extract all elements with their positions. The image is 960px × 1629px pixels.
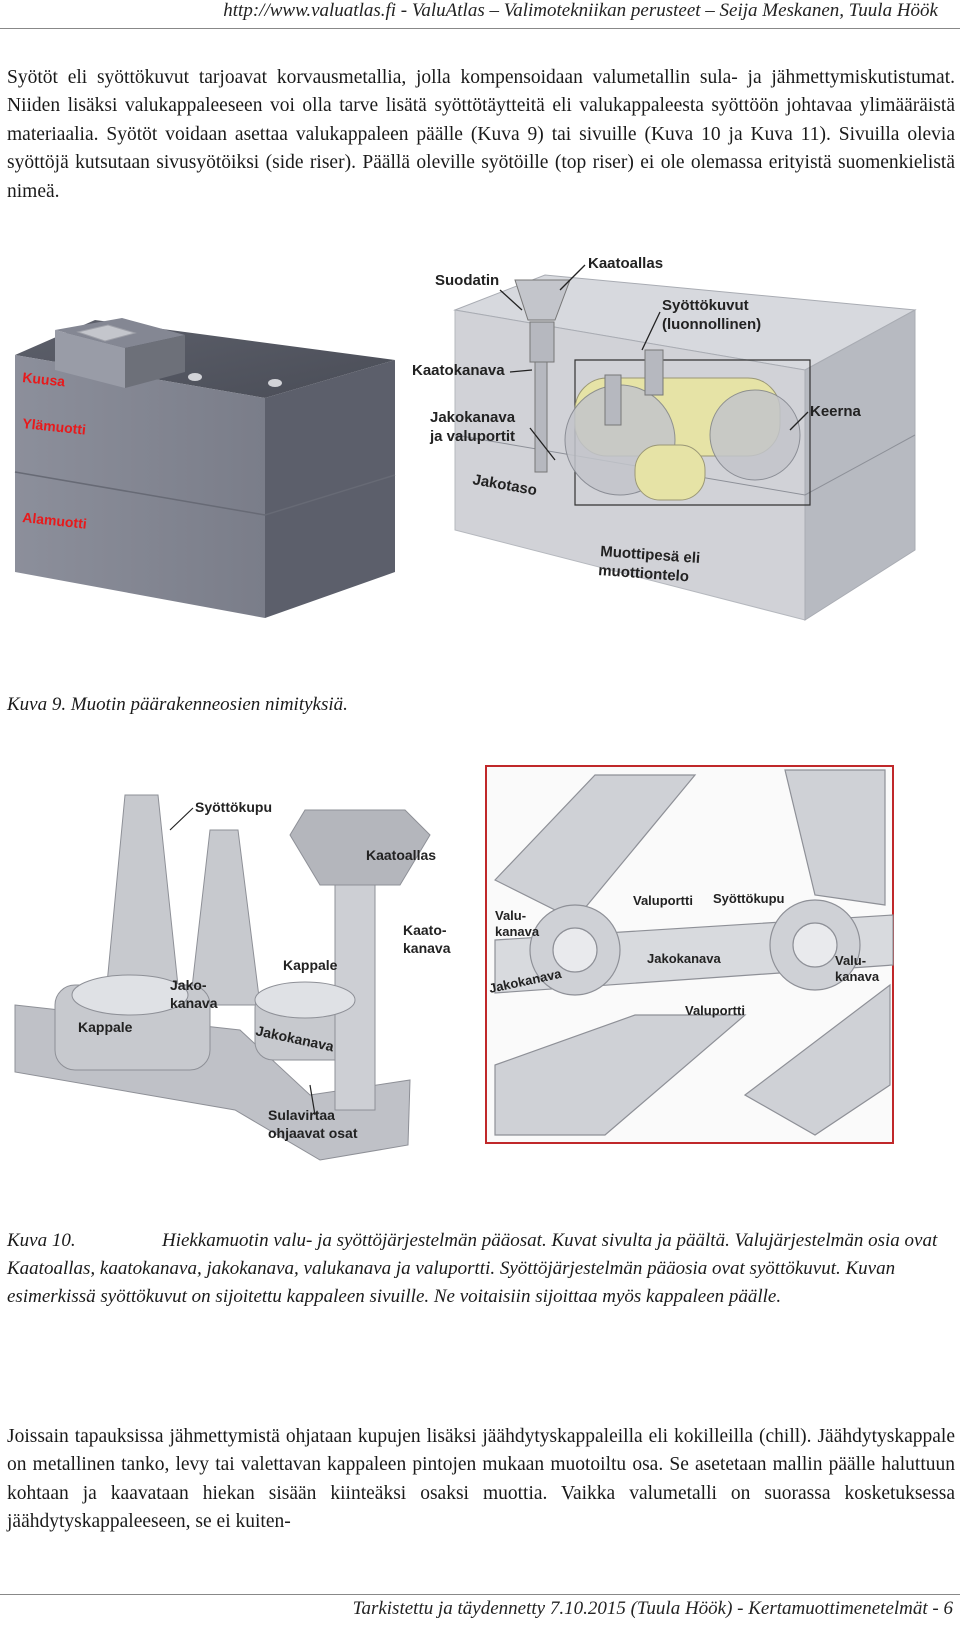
boss-left-hole	[552, 927, 598, 973]
body-paragraph-1: Syötöt eli syöttökuvut tarjoavat korvaus…	[7, 67, 955, 202]
label-jakokanava-2: ja valuportit	[429, 428, 515, 445]
label-kaatoallas: Kaatoallas	[366, 847, 436, 863]
arm-bottom-right	[743, 983, 891, 1136]
label-sulavirtaa-2: ohjaavat osat	[268, 1125, 358, 1141]
label-alamuotti: Alamuotti	[22, 509, 88, 532]
boss-right-hole	[792, 922, 838, 968]
kuusa-front	[55, 330, 125, 388]
label-jakokanava-1: Jakokanava	[647, 951, 721, 966]
label-kaatokanava: Kaatokanava	[412, 362, 505, 379]
label-jako-1: Jako-	[170, 977, 207, 993]
label-valuportti-2: Valuportti	[685, 1003, 745, 1018]
label-syottokupu: Syöttökupu	[195, 799, 272, 815]
label-valu-2a: Valu-	[835, 953, 866, 968]
vent-hole-2	[268, 379, 282, 387]
pouring-basin	[514, 279, 571, 321]
casting-right-top	[254, 981, 356, 1019]
label-muottipesa-2: muottiontelo	[598, 562, 690, 585]
body-paragraph-2: Joissain tapauksissa jähmettymistä ohjat…	[7, 1426, 955, 1533]
page-footer: Tarkistettu ja täydennetty 7.10.2015 (Tu…	[352, 1598, 953, 1619]
riser-1	[604, 374, 622, 426]
label-kaato-1: Kaato-	[403, 922, 447, 938]
arm-top-left	[494, 774, 697, 921]
arm-top-right	[784, 769, 886, 906]
mold-side-face	[265, 360, 395, 618]
pouring-cup	[289, 809, 431, 886]
label-valu-1a: Valu-	[495, 908, 526, 923]
label-kappale-1: Kappale	[283, 957, 338, 973]
vent-hole-1	[188, 373, 202, 381]
figure9-mold-cutaway: Suodatin Kaatoallas Syöttökuvut (luonnol…	[412, 255, 917, 621]
label-keerna: Keerna	[810, 403, 862, 420]
label-jako-2: kanava	[170, 995, 218, 1011]
footer-divider	[0, 1594, 960, 1595]
sprue	[534, 361, 548, 473]
label-ylamuotti: Ylämuotti	[22, 415, 87, 438]
mold-front-face	[15, 355, 265, 618]
label-syottokuvut-2: (luonnollinen)	[662, 316, 761, 333]
label-sulavirtaa-1: Sulavirtaa	[268, 1107, 335, 1123]
arm-bottom-left	[494, 1014, 747, 1136]
casting-left-top	[71, 974, 189, 1016]
label-suodatin: Suodatin	[435, 272, 499, 289]
filter-block	[529, 321, 555, 363]
figure9-caption: Kuva 9. Muotin päärakenneosien nimityksi…	[7, 694, 348, 715]
label-valuportti-1: Valuportti	[633, 893, 693, 908]
label-valu-2b: kanava	[835, 969, 880, 984]
page-header: http://www.valuatlas.fi - ValuAtlas – Va…	[223, 0, 938, 21]
figure10-caption: Kuva 10.Hiekkamuotin valu- ja syöttöjärj…	[7, 1227, 957, 1311]
figure10-top-view: Valuportti Syöttökupu Valu- kanava Jakok…	[485, 765, 894, 1144]
riser-2	[644, 349, 664, 396]
kuusa-side	[125, 335, 185, 388]
label-kappale-2: Kappale	[78, 1019, 133, 1035]
label-valu-1b: kanava	[495, 924, 540, 939]
label-syottokuvut-1: Syöttökuvut	[662, 297, 749, 314]
cavity-right	[709, 389, 801, 481]
sprue-hole	[76, 324, 137, 342]
label-kuusa: Kuusa	[22, 369, 66, 389]
figure9-mold-block: Kuusa Ylämuotti Alamuotti	[14, 318, 396, 618]
header-divider	[0, 28, 960, 29]
riser-cone-1	[104, 794, 181, 1006]
figure10-side-view: Syöttökupu Kaatoallas Kaato- kanava Kapp…	[14, 794, 451, 1161]
figure10-caption-number: Kuva 10.	[7, 1230, 76, 1251]
label-jakokanava-1: Jakokanava	[430, 409, 516, 426]
label-muottipesa-1: Muottipesä eli	[600, 543, 701, 567]
label-kaato-2: kanava	[403, 940, 451, 956]
figure10-caption-text: Hiekkamuotin valu- ja syöttöjärjestelmän…	[7, 1230, 938, 1307]
label-syottokupu: Syöttökupu	[713, 891, 785, 906]
parting-line	[14, 471, 396, 516]
label-kaatoallas: Kaatoallas	[588, 255, 663, 272]
core-boss	[634, 444, 706, 501]
